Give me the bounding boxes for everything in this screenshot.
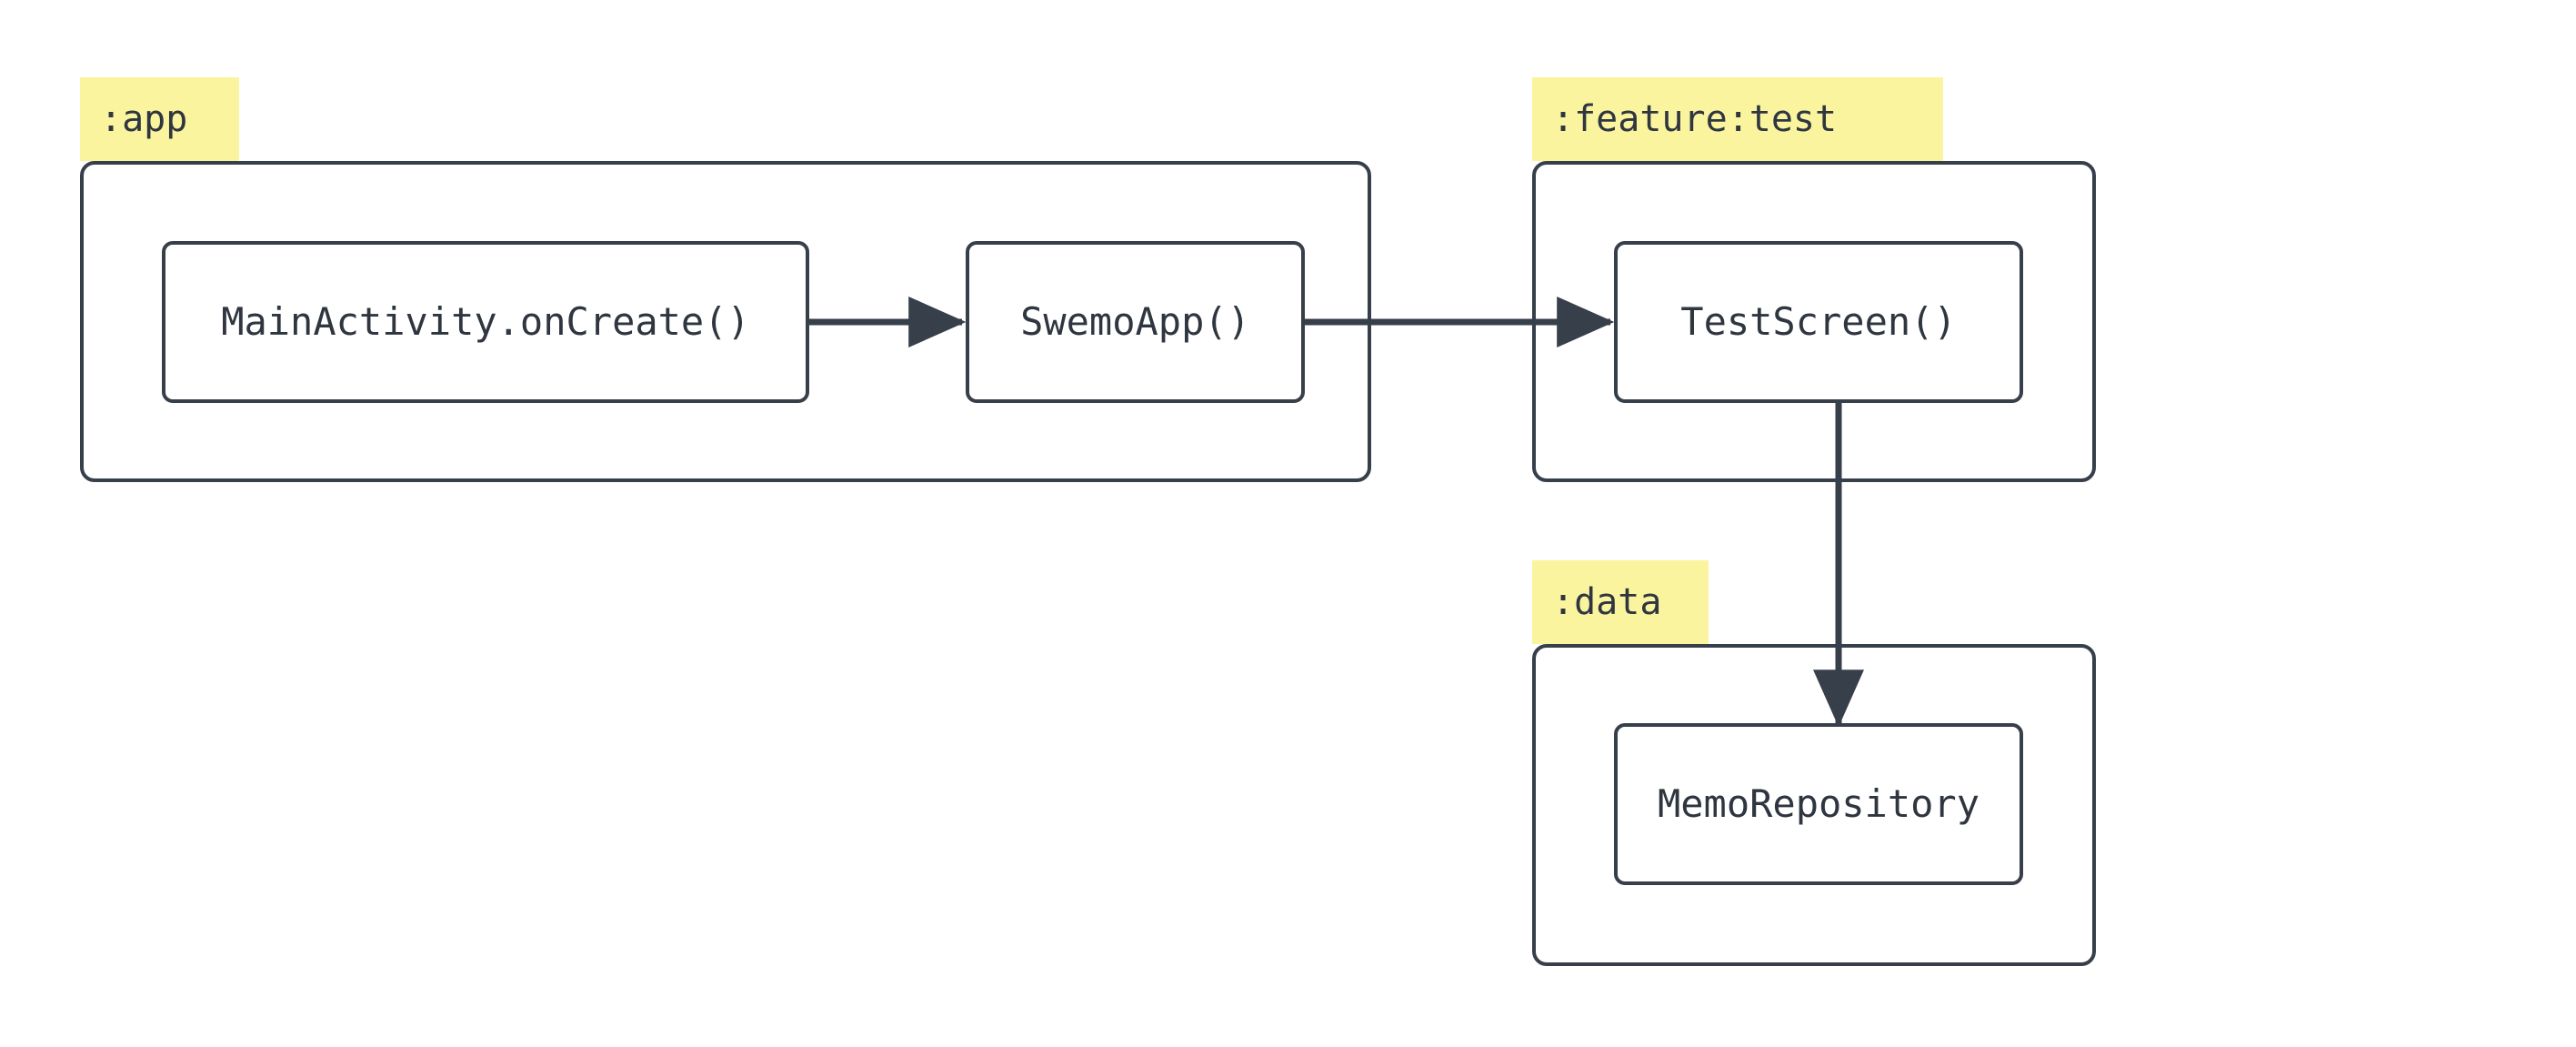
node-swemo-app[interactable]: SwemoApp() (966, 241, 1305, 403)
node-memo-repository[interactable]: MemoRepository (1614, 723, 2023, 885)
module-label-app-text: :app (100, 98, 188, 140)
node-memo-repository-label: MemoRepository (1657, 781, 1980, 826)
module-container-feature-test (1532, 161, 2096, 482)
node-test-screen-label: TestScreen() (1680, 299, 1957, 344)
node-main-activity-label: MainActivity.onCreate() (221, 299, 750, 344)
module-label-app: :app (80, 77, 239, 161)
node-swemo-app-label: SwemoApp() (1020, 299, 1250, 344)
module-container-data (1532, 644, 2096, 966)
module-container-app (80, 161, 1371, 482)
module-label-feature-test-text: :feature:test (1552, 98, 1838, 140)
node-test-screen[interactable]: TestScreen() (1614, 241, 2023, 403)
module-label-feature-test: :feature:test (1532, 77, 1943, 161)
module-label-data-text: :data (1552, 581, 1662, 623)
module-label-data: :data (1532, 560, 1709, 644)
node-main-activity[interactable]: MainActivity.onCreate() (162, 241, 809, 403)
